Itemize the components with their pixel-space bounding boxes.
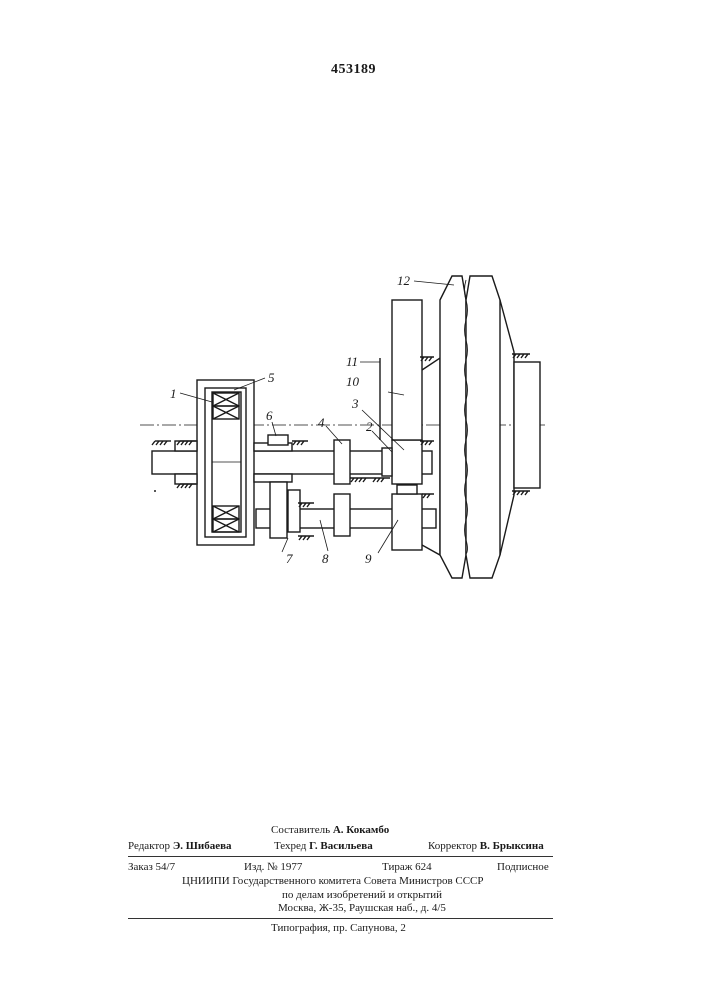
corrector-name: В. Брыксина bbox=[480, 840, 544, 852]
divider-top bbox=[128, 856, 553, 857]
corrector-line: Корректор В. Брыксина bbox=[428, 840, 544, 852]
corrector-label: Корректор bbox=[428, 840, 477, 852]
techred-line: Техред Г. Васильева bbox=[274, 840, 373, 852]
editor-name: Э. Шибаева bbox=[173, 840, 232, 852]
editor-label: Редактор bbox=[128, 840, 170, 852]
editor-line: Редактор Э. Шибаева bbox=[128, 840, 232, 852]
compiler-line: Составитель А. Кокамбо bbox=[271, 824, 389, 836]
order-number: Заказ 54/7 bbox=[128, 861, 175, 873]
techred-label: Техред bbox=[274, 840, 306, 852]
printing-house: Типография, пр. Сапунова, 2 bbox=[271, 922, 406, 934]
divider-bottom bbox=[128, 918, 553, 919]
edition-number: Изд. № 1977 bbox=[244, 861, 302, 873]
techred-name: Г. Васильева bbox=[309, 840, 373, 852]
org-line-3: Москва, Ж-35, Раушская наб., д. 4/5 bbox=[278, 902, 446, 914]
org-line-1: ЦНИИПИ Государственного комитета Совета … bbox=[182, 875, 484, 887]
org-line-2: по делам изобретений и открытий bbox=[282, 889, 442, 901]
compiler-name: А. Кокамбо bbox=[333, 824, 389, 836]
circulation: Тираж 624 bbox=[382, 861, 432, 873]
compiler-label: Составитель bbox=[271, 824, 330, 836]
subscription: Подписное bbox=[497, 861, 549, 873]
